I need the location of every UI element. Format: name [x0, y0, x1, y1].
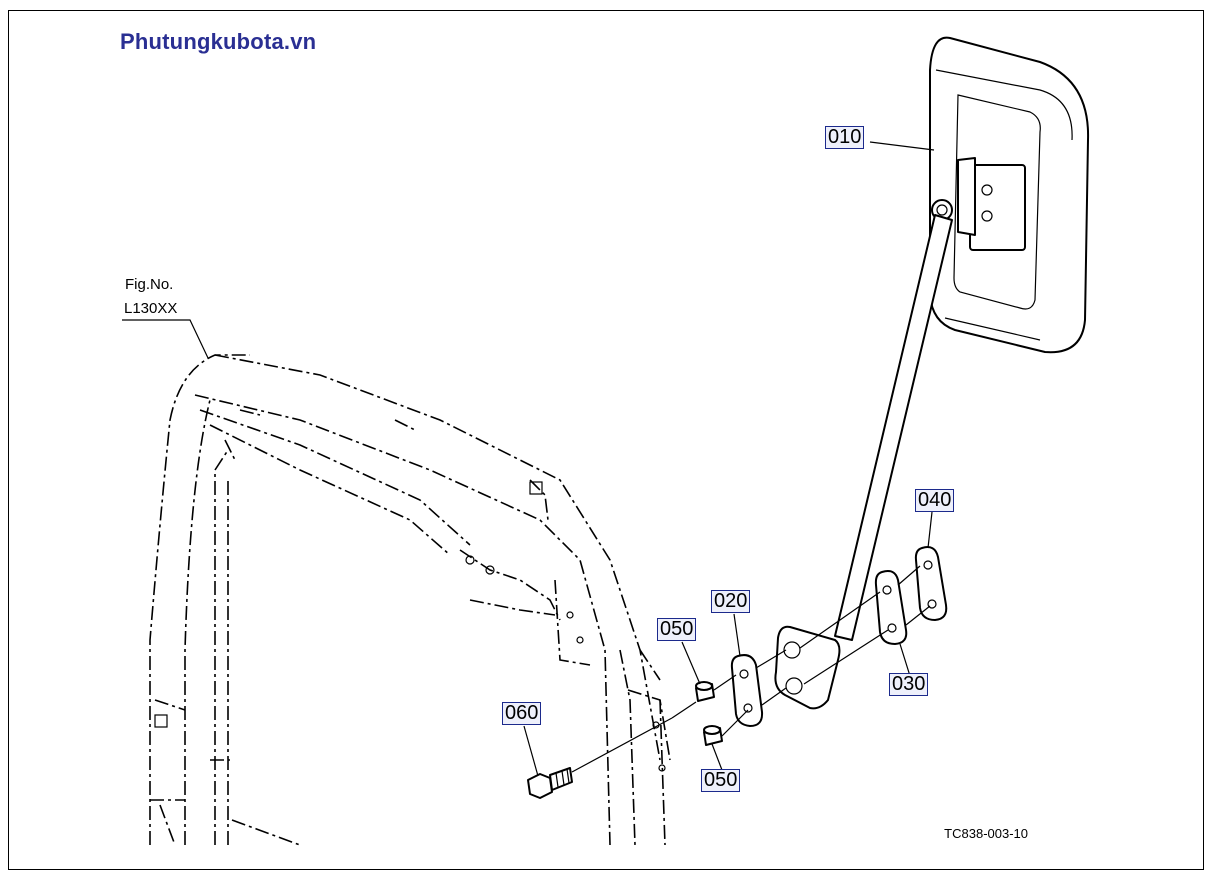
- callout-050-lower[interactable]: 050: [701, 769, 741, 792]
- cabin-frame: [149, 354, 671, 846]
- callout-030[interactable]: 030: [889, 673, 929, 696]
- mirror-010: [834, 36, 1090, 641]
- callout-leader-lines: [122, 141, 935, 777]
- figure-number: L130XX: [124, 300, 178, 317]
- collar-050-upper: [695, 681, 715, 702]
- plate-040: [914, 546, 948, 621]
- bolt-060: [527, 767, 573, 799]
- collar-050-lower: [703, 725, 723, 746]
- callout-020[interactable]: 020: [711, 590, 751, 613]
- callout-010[interactable]: 010: [825, 126, 865, 149]
- plate-020: [730, 654, 764, 727]
- callout-050-upper[interactable]: 050: [657, 618, 697, 641]
- drawing-number: TC838-003-10: [944, 826, 1028, 841]
- assembly-axis-lines: [571, 565, 931, 773]
- plate-030: [874, 570, 908, 645]
- callout-040[interactable]: 040: [915, 489, 955, 512]
- bracket-plate: [774, 625, 841, 710]
- site-watermark: Phutungkubota.vn: [120, 29, 317, 54]
- figure-label: Fig.No.: [125, 276, 174, 293]
- callout-060[interactable]: 060: [502, 702, 542, 725]
